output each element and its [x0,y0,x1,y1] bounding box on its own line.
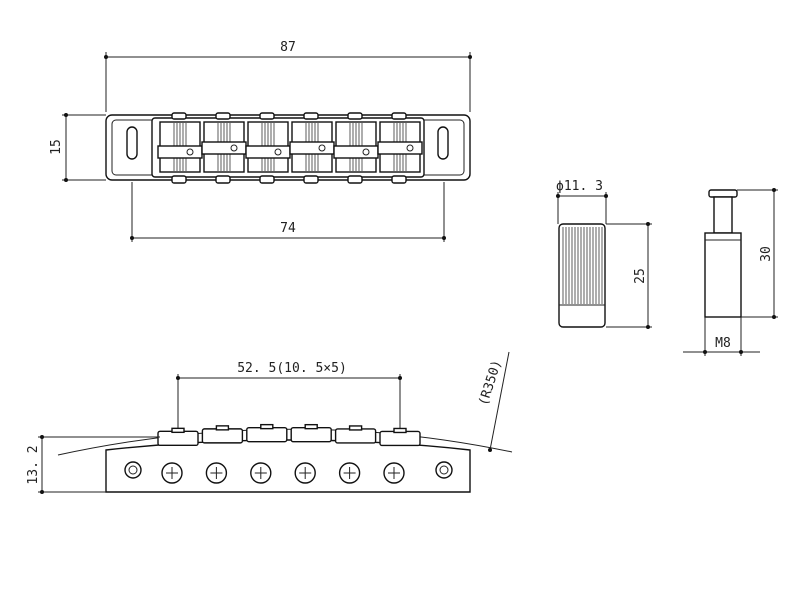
dimension-side-height: 13. 2 [26,435,160,494]
dimension-post-thread: M8 [683,317,760,356]
bridge-side-view: 52. 5(10. 5×5) (R350) 13. 2 [26,351,513,494]
thumbwheel-knurling [562,227,603,304]
saddle-screw [362,148,370,156]
right-mount-slot [437,126,449,160]
saddle-insert [289,141,335,155]
saddle-bottom-tab [347,175,363,184]
dimension-m8-label: M8 [715,336,731,351]
thumbwheel-view: ϕ11. 3 25 [556,179,652,329]
dimension-saddle-spacing: 52. 5(10. 5×5) [176,361,402,436]
phillips-head [299,467,312,479]
saddle-notch [215,425,230,431]
saddle-insert [333,145,379,159]
dimension-13-2-label: 13. 2 [26,445,41,484]
left-mount-slot [126,126,138,160]
saddle-bottom-tab [303,175,319,184]
dimension-thumbwheel-diameter: ϕ11. 3 [556,179,608,224]
dimension-15-label: 15 [49,139,64,155]
saddle-bottom-tab [259,175,275,184]
bridge-side-body [105,439,471,493]
saddle-screw [406,144,414,152]
phillips-head [254,467,267,479]
saddle-bottom-tab [391,175,407,184]
saddle-insert [157,145,203,159]
saddle-top-tab [347,112,363,120]
saddle-top-tab [215,112,231,120]
dimension-overall-width: 87 [104,40,472,112]
thumbwheel-body [558,223,606,328]
saddle-assembly [157,112,423,184]
dimension-87-label: 87 [280,40,296,55]
side-saddle [379,430,421,447]
saddle-insert [201,141,247,155]
dimension-30-label: 30 [759,246,774,262]
saddle-notch [171,427,185,434]
side-screws [161,462,405,484]
phillips-head [343,467,356,479]
saddle-insert [377,141,423,155]
dimension-spacing-label: 52. 5(10. 5×5) [237,361,347,376]
saddle-bottom-tab [171,175,187,184]
side-saddle [201,428,244,444]
post-threaded-body [704,232,742,318]
saddle-insert [245,145,291,159]
saddle-bottom-tab [215,175,231,184]
side-saddle [290,426,332,443]
dimension-radius-label: (R350) [476,358,505,407]
dimension-top-height: 15 [49,113,106,182]
saddle-notch [260,423,274,430]
phillips-head [210,467,223,479]
bridge-top-view: 87 15 74 [49,40,472,242]
dimension-diameter-label: ϕ11. 3 [556,179,603,194]
dimension-25-label: 25 [633,268,648,284]
dimension-post-height: 30 [737,188,778,319]
side-saddle [334,428,377,444]
saddle-top-tab [303,112,319,120]
saddle-screw [230,144,238,152]
saddle-notch [304,423,318,430]
saddle-notch [348,425,363,431]
dimension-74-label: 74 [280,221,296,236]
post-view: 30 M8 [683,188,778,356]
saddle-screw [274,148,282,156]
side-saddle [246,426,288,443]
phillips-head [388,467,400,479]
saddle-screw [186,148,194,156]
saddle-top-tab [391,112,407,120]
side-saddle [157,430,199,447]
dimension-inner-width: 74 [130,182,446,242]
saddle-screw [318,144,326,152]
saddle-top-tab [171,112,187,120]
saddle-top-tab [259,112,275,120]
saddle-notch [393,427,407,434]
dimension-thumbwheel-height: 25 [606,222,652,329]
side-saddles [157,423,421,447]
phillips-head [166,467,178,479]
